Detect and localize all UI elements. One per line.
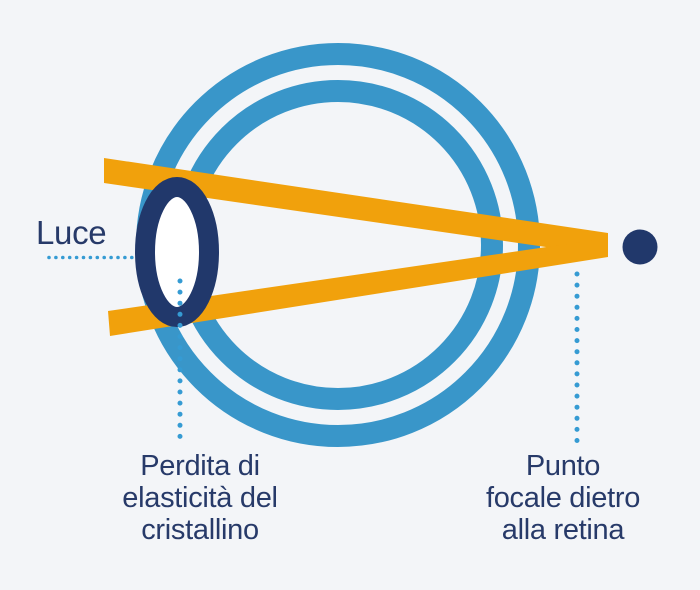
focal-point-dot bbox=[622, 229, 658, 265]
eye-inner-ring-shape bbox=[173, 80, 503, 410]
focal-point-behind-retina-label: Punto focale dietro alla retina bbox=[485, 450, 641, 546]
lens-elasticity-loss-label: Perdita di elasticità del cristallino bbox=[122, 450, 278, 546]
light-label: Luce bbox=[36, 214, 107, 251]
light-ray-top-shape bbox=[104, 158, 608, 256]
light-ray-bottom-shape bbox=[108, 238, 608, 336]
lens-ellipse-shape bbox=[135, 177, 219, 327]
